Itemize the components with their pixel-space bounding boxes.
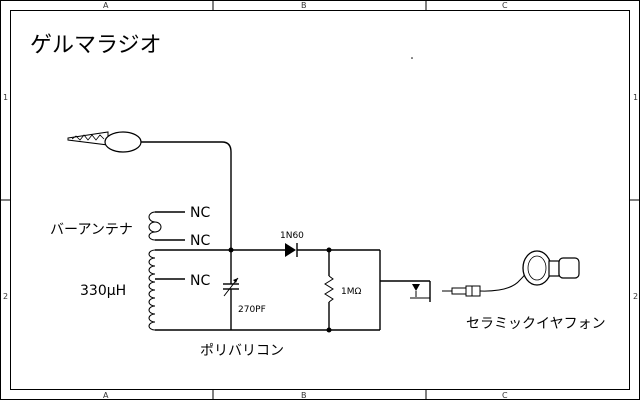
earphone-jack-symbol bbox=[408, 280, 431, 302]
capacitor-value-label: 270PF bbox=[238, 305, 266, 315]
ruler-col-b-bottom: B bbox=[301, 391, 307, 400]
variable-capacitor-symbol bbox=[223, 250, 239, 330]
diode-label: 1N60 bbox=[280, 231, 304, 241]
bar-antenna-label: バーアンテナ bbox=[50, 222, 133, 238]
ruler-col-c-bottom: C bbox=[502, 391, 508, 400]
nc-label-top: NC bbox=[190, 205, 210, 221]
ruler-col-a-top: A bbox=[103, 1, 109, 10]
stray-dot bbox=[411, 57, 413, 59]
earphone-label: セラミックイヤフォン bbox=[466, 316, 606, 332]
ceramic-earphone-icon bbox=[522, 250, 580, 286]
inner-frame bbox=[10, 10, 630, 390]
diagram-title: ゲルマラジオ bbox=[30, 33, 162, 58]
antenna-coil-top bbox=[148, 211, 185, 241]
antenna-lead-wire bbox=[141, 141, 232, 248]
resistor-label: 1MΩ bbox=[341, 287, 361, 297]
ruler-col-b-top: B bbox=[301, 1, 307, 10]
ruler-row-2-right: 2 bbox=[633, 292, 638, 301]
tuning-coil bbox=[148, 249, 380, 331]
ruler-col-a-bottom: A bbox=[103, 391, 109, 400]
ruler-col-c-top: C bbox=[502, 1, 508, 10]
ruler-row-2-left: 2 bbox=[3, 292, 8, 301]
ruler-row-1-left: 1 bbox=[3, 93, 8, 102]
nc-label-low: NC bbox=[190, 273, 210, 289]
ruler-row-1-right: 1 bbox=[633, 93, 638, 102]
variable-capacitor-label: ポリバリコン bbox=[200, 343, 284, 359]
inductance-label: 330μH bbox=[80, 283, 126, 299]
nc-label-mid: NC bbox=[190, 233, 210, 249]
resistor-symbol bbox=[324, 250, 334, 333]
